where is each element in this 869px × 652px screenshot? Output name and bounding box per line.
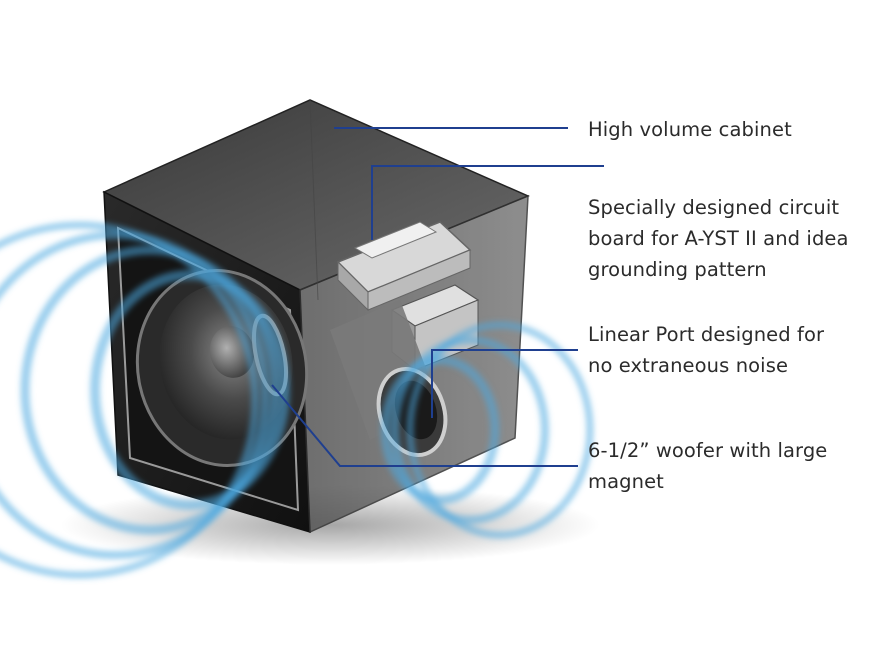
callout-woofer: 6-1/2” woofer with large magnet [588, 435, 863, 497]
callout-circuit-board: Specially designed circuit board for A-Y… [588, 192, 863, 285]
callout-linear-port: Linear Port designed for no extraneous n… [588, 319, 863, 381]
callout-cabinet: High volume cabinet [588, 114, 863, 145]
